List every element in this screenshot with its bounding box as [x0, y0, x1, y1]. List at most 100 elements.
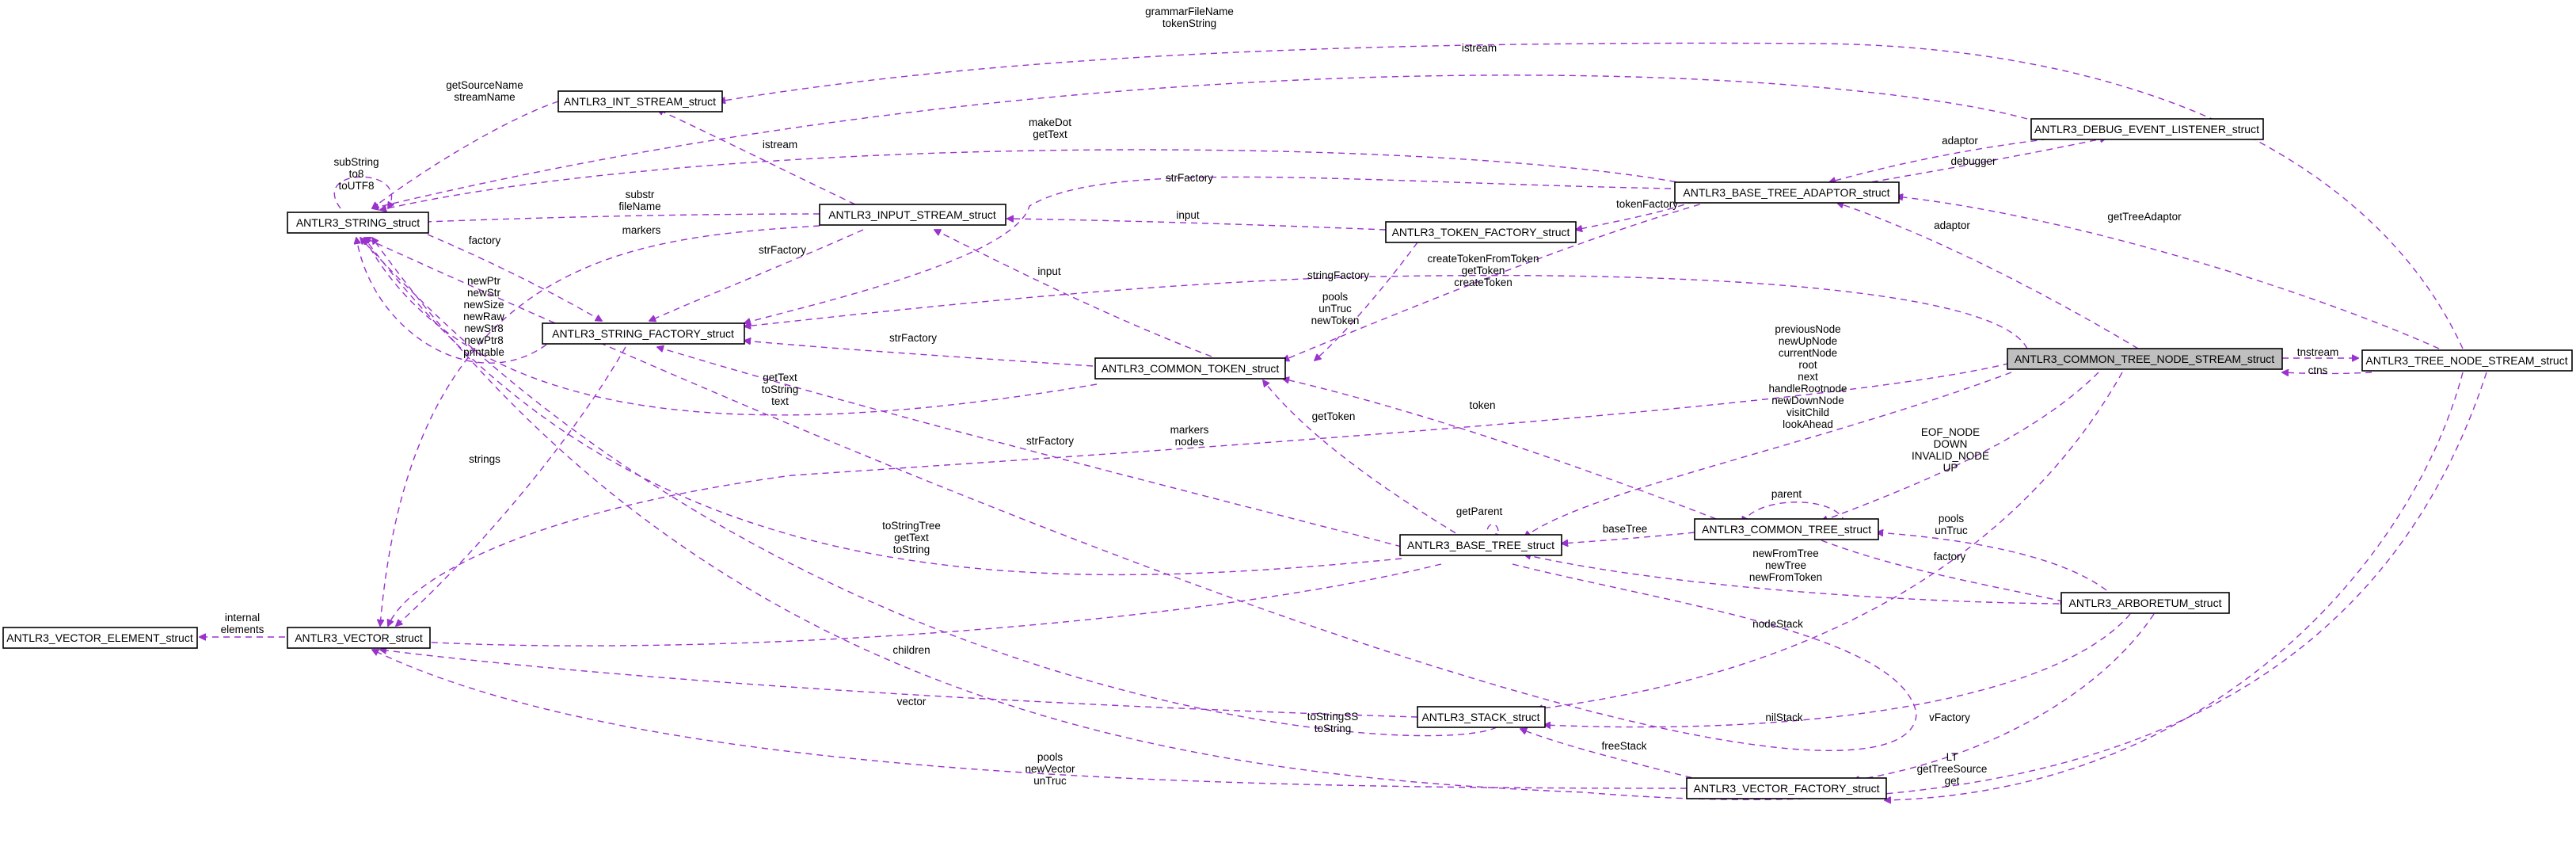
edge-label-5: istream — [763, 139, 797, 151]
edge-label-11: tokenFactory — [1616, 198, 1678, 210]
node-label-common-token: ANTLR3_COMMON_TOKEN_struct — [1102, 362, 1280, 375]
edge-label-28: getToken — [1312, 410, 1356, 422]
edge-input-token — [934, 230, 1212, 357]
edge-label-15: strFactory — [759, 244, 806, 256]
node-debug-listener[interactable]: ANTLR3_DEBUG_EVENT_LISTENER_struct — [2030, 118, 2264, 140]
edge-gettext-token — [364, 238, 1098, 416]
edge-input-tokenfactory — [1007, 219, 1387, 231]
edge-label-9: strFactory — [1166, 172, 1213, 184]
edge-label-42: children — [892, 644, 930, 656]
node-common-token[interactable]: ANTLR3_COMMON_TOKEN_struct — [1094, 357, 1286, 380]
edge-newvector — [372, 650, 1688, 789]
edge-strfactory-input — [649, 229, 864, 321]
node-int-stream[interactable]: ANTLR3_INT_STREAM_struct — [557, 90, 723, 113]
edge-label-38: factory — [1934, 551, 1966, 563]
edge-label-24: tnstream — [2297, 346, 2339, 358]
edge-substring-self — [333, 176, 391, 208]
node-vector-element[interactable]: ANTLR3_VECTOR_ELEMENT_struct — [2, 627, 198, 649]
node-base-tree-adaptor[interactable]: ANTLR3_BASE_TREE_ADAPTOR_struct — [1674, 181, 1900, 204]
node-stack[interactable]: ANTLR3_STACK_struct — [1417, 706, 1546, 728]
edge-label-13: markers — [622, 224, 661, 236]
node-common-tree-node-stream[interactable]: ANTLR3_COMMON_TREE_NODE_STREAM_struct — [2007, 348, 2283, 370]
edge-parent-self — [1742, 502, 1846, 523]
edge-factory-tree — [1821, 540, 2067, 602]
edge-label-22: strFactory — [889, 332, 937, 344]
node-string[interactable]: ANTLR3_STRING_struct — [287, 212, 429, 234]
node-string-factory[interactable]: ANTLR3_STRING_FACTORY_struct — [542, 322, 745, 345]
edge-gettoken — [1263, 380, 1466, 540]
edge-label-41: nodeStack — [1752, 618, 1803, 630]
edge-label-12: getTreeAdaptor — [2107, 211, 2182, 223]
edge-makedot — [380, 149, 1688, 210]
nodes: ANTLR3_STRING_struct ANTLR3_INT_STREAM_s… — [2, 90, 2573, 799]
edge-debugger — [1860, 138, 2106, 185]
edge-label-46: vFactory — [1929, 711, 1970, 723]
node-token-factory[interactable]: ANTLR3_TOKEN_FACTORY_struct — [1385, 221, 1577, 243]
edge-label-10: input — [1176, 209, 1200, 221]
edge-label-34: parent — [1771, 488, 1802, 500]
node-label-input-stream: ANTLR3_INPUT_STREAM_struct — [828, 208, 996, 221]
node-label-arboretum: ANTLR3_ARBORETUM_struct — [2069, 597, 2222, 609]
edge-istream-tree — [719, 42, 2464, 349]
node-base-tree[interactable]: ANTLR3_BASE_TREE_struct — [1399, 534, 1562, 556]
node-label-vector-element: ANTLR3_VECTOR_ELEMENT_struct — [6, 631, 193, 644]
edge-vfactory — [1853, 613, 2155, 780]
node-vector-factory[interactable]: ANTLR3_VECTOR_FACTORY_struct — [1686, 777, 1887, 799]
edge-children — [420, 563, 1442, 647]
edge-adaptor-ctns — [1837, 203, 2139, 349]
edge-stringfactory — [744, 274, 2028, 349]
edge-label-27: token — [1469, 399, 1495, 411]
node-common-tree[interactable]: ANTLR3_COMMON_TREE_struct — [1694, 518, 1879, 540]
edge-freestack — [1520, 729, 1703, 781]
edge-nilstack — [1544, 613, 2131, 727]
edge-markers-nodes — [388, 348, 2052, 626]
edge-newtoken — [1315, 242, 1418, 360]
edge-markers-input — [380, 225, 820, 626]
node-label-base-tree: ANTLR3_BASE_TREE_struct — [1407, 539, 1554, 551]
edge-getsourcename — [372, 101, 559, 208]
node-label-string-factory: ANTLR3_STRING_FACTORY_struct — [552, 327, 734, 340]
edge-label-43: vector — [897, 696, 927, 708]
node-input-stream[interactable]: ANTLR3_INPUT_STREAM_struct — [819, 204, 1006, 226]
edge-label-29: strFactory — [1026, 435, 1074, 447]
edge-vector-stack — [380, 650, 1418, 718]
node-label-string: ANTLR3_STRING_struct — [296, 216, 420, 229]
node-tree-node-stream[interactable]: ANTLR3_TREE_NODE_STREAM_struct — [2361, 349, 2573, 372]
node-vector[interactable]: ANTLR3_VECTOR_struct — [287, 627, 431, 649]
node-label-common-tree-node-stream: ANTLR3_COMMON_TREE_NODE_STREAM_struct — [2015, 353, 2274, 365]
edge-label-37: baseTree — [1603, 523, 1648, 535]
edge-ctns — [2282, 372, 2372, 374]
edge-treenode-string — [372, 238, 2487, 800]
edge-strfactory-tree — [657, 347, 1402, 547]
edge-istream-input — [657, 109, 856, 205]
edge-nodestack — [364, 238, 1917, 752]
edge-tostringss — [360, 238, 1497, 737]
node-label-vector-factory: ANTLR3_VECTOR_FACTORY_struct — [1694, 782, 1880, 795]
edge-createtoken — [1283, 200, 1711, 360]
edge-pools-arboretum — [1877, 532, 2107, 591]
edge-token — [1283, 379, 1727, 524]
edge-label-6: adaptor — [1942, 135, 1978, 147]
node-arboretum[interactable]: ANTLR3_ARBORETUM_struct — [2060, 592, 2230, 614]
edge-label-1: istream — [1462, 42, 1497, 54]
edge-newfromtree — [1524, 555, 2060, 605]
edge-label-33: getParent — [1456, 505, 1503, 517]
edge-lt — [1885, 372, 2464, 800]
edge-label-17: stringFactory — [1307, 269, 1369, 281]
